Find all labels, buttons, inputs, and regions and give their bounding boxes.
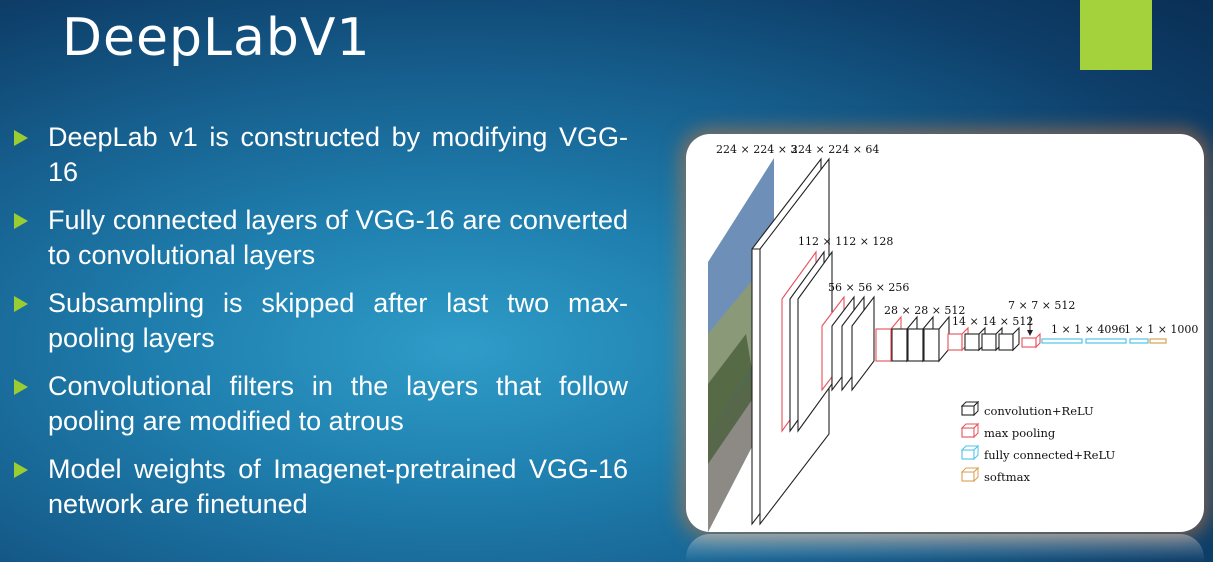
legend-item-softmax: softmax [960,466,1030,484]
legend-label: fully connected+ReLU [984,448,1115,462]
bullet-item: DeepLab v1 is constructed by modifying V… [14,120,628,190]
slide-title: DeepLabV1 [62,8,371,68]
bullet-item: Model weights of Imagenet-pretrained VGG… [14,452,628,522]
pool5-block [1021,332,1041,349]
bullet-text: DeepLab v1 is constructed by modifying V… [48,122,628,187]
conv1-size-label: 224 × 224 × 64 [791,143,879,156]
legend-item-convolution: convolution+ReLU [960,400,1094,418]
triangle-right-icon [14,462,28,478]
bullet-item: Fully connected layers of VGG-16 are con… [14,203,628,273]
bullet-item: Subsampling is skipped after last two ma… [14,286,628,356]
triangle-right-icon [14,379,28,395]
triangle-right-icon [14,296,28,312]
legend-label: max pooling [984,426,1056,440]
legend-item-fully-connected: fully connected+ReLU [960,444,1115,462]
bullet-text: Model weights of Imagenet-pretrained VGG… [48,454,628,519]
fc-size-label: 1 × 1 × 4096 [1051,323,1125,336]
fc-block [1041,338,1149,344]
conv3-block [821,295,875,392]
legend-item-max-pooling: max pooling [960,422,1056,440]
conv5-size-label: 14 × 14 × 512 [952,315,1033,328]
bullet-text: Convolutional filters in the layers that… [48,371,628,436]
pool5-size-label: 7 × 7 × 512 [1008,299,1075,312]
softmax-block [1149,338,1167,344]
legend-label: softmax [984,470,1030,484]
bullet-text: Fully connected layers of VGG-16 are con… [48,205,628,270]
vgg16-architecture-figure: 224 × 224 × 3 224 × 224 × 64 112 × 112 ×… [686,134,1204,532]
conv3-size-label: 56 × 56 × 256 [828,281,909,294]
conv2-size-label: 112 × 112 × 128 [798,235,893,248]
conv5-block [947,326,1020,352]
conv4-size-label: 28 × 28 × 512 [884,304,965,317]
conv4-block [875,315,950,363]
bullet-item: Convolutional filters in the layers that… [14,369,628,439]
bullet-text: Subsampling is skipped after last two ma… [48,288,628,353]
pool5-arrow-head [1027,330,1033,336]
bullet-list: DeepLab v1 is constructed by modifying V… [14,120,628,535]
legend-label: convolution+ReLU [984,404,1094,418]
triangle-right-icon [14,130,28,146]
accent-square [1080,0,1152,70]
input-size-label: 224 × 224 × 3 [716,143,797,156]
triangle-right-icon [14,213,28,229]
legend: convolution+ReLU max pooling fully conne… [960,400,1115,484]
figure-reflection [686,534,1204,562]
architecture-diagram: 224 × 224 × 3 224 × 224 × 64 112 × 112 ×… [708,143,1198,532]
softmax-size-label: 1 × 1 × 1000 [1124,323,1198,336]
